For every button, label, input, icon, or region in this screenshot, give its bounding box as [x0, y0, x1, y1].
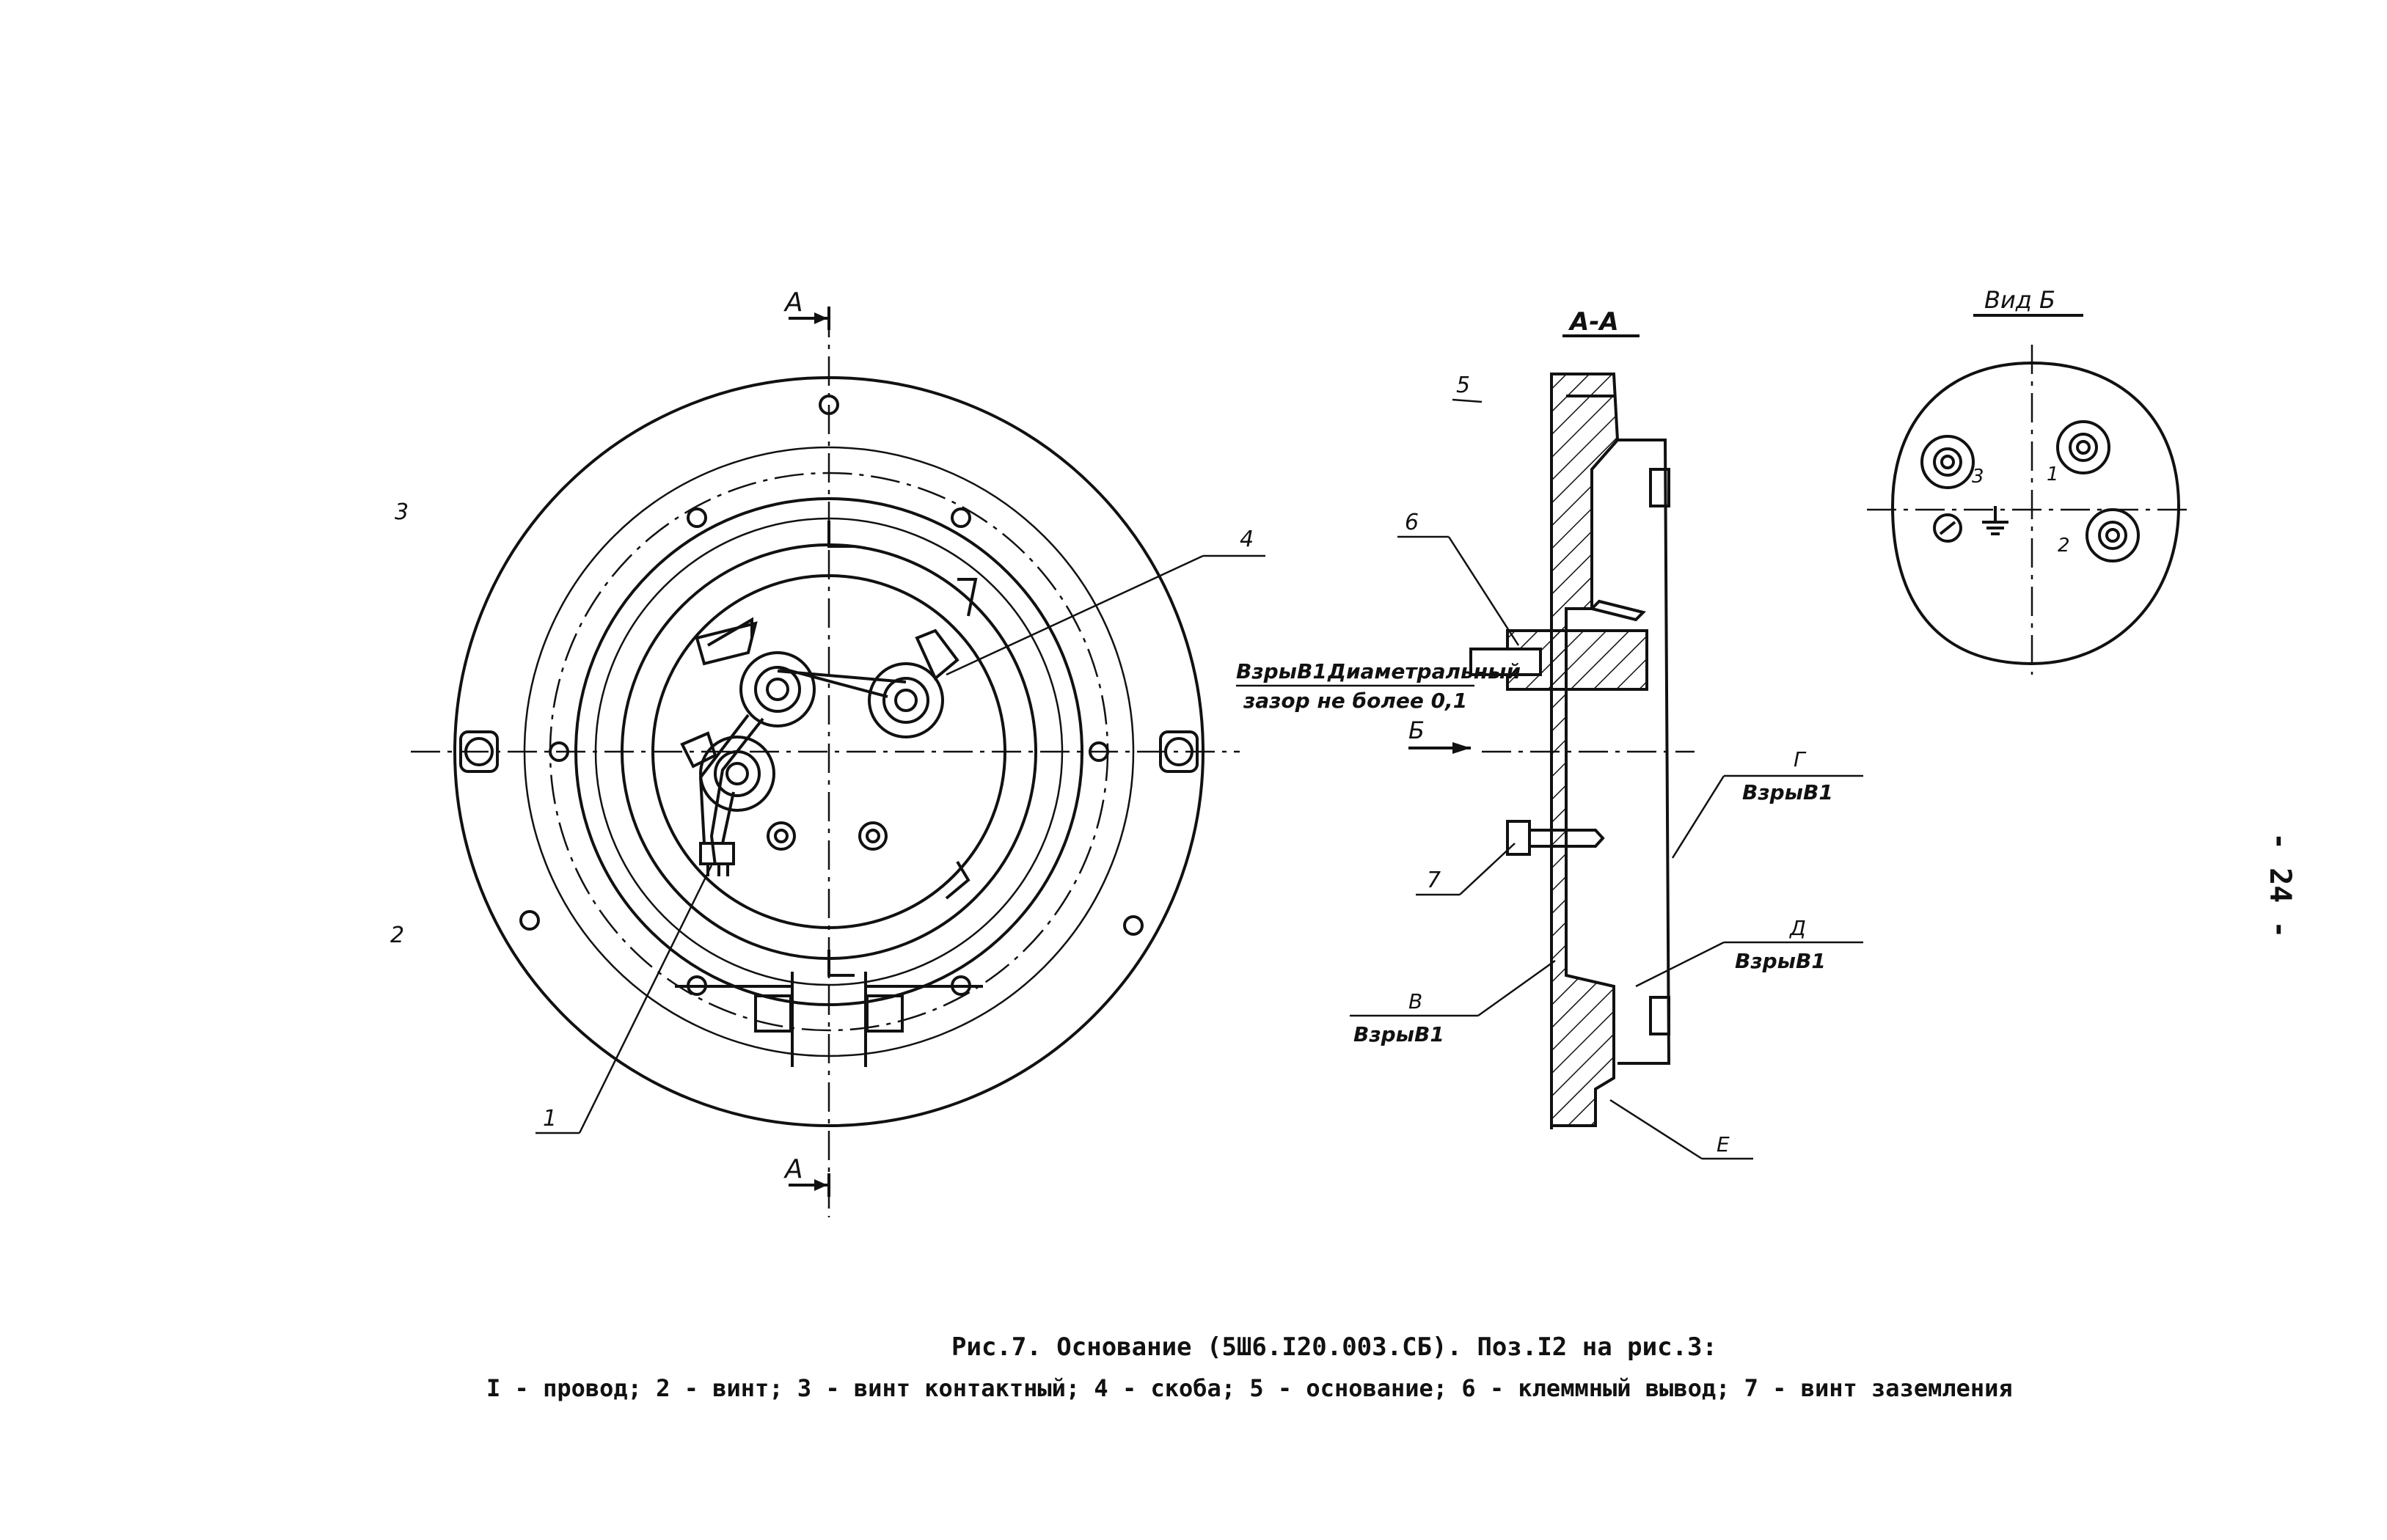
callout-1-leader: 1 — [535, 865, 713, 1134]
outer-hole — [519, 910, 540, 931]
ground-screw-shank — [1529, 829, 1605, 848]
label-g: Г — [1794, 747, 1807, 771]
caption-line-1: Рис.7. Основание (5Ш6.I20.003.СБ). Поз.I… — [951, 1332, 1717, 1362]
page-number: - 24 - — [2263, 832, 2297, 939]
screw-core — [774, 829, 789, 843]
label-v: В — [1408, 989, 1422, 1013]
view-b-terminal-2 — [2086, 508, 2140, 562]
view-b-label-2: 2 — [2058, 535, 2070, 557]
wire-harness — [706, 617, 907, 698]
view-b: Вид Б 3 1 2 — [1867, 286, 2193, 675]
slot-right — [866, 994, 904, 1033]
groove-bottom — [1649, 996, 1670, 1035]
section-view: А-А Б ВзрыВ1 Диаметральный зазор не боле… — [1236, 307, 1863, 1160]
callout-3: 3 — [395, 499, 409, 525]
outer-hole — [1123, 915, 1144, 936]
view-b-title: Вид Б — [1984, 286, 2055, 314]
callout-4-leader: 4 — [946, 527, 1265, 676]
outer-hole — [951, 507, 971, 528]
view-b-boss-outline — [1890, 361, 2181, 666]
terminal-clip — [1589, 599, 1646, 622]
screw — [767, 821, 796, 851]
skoba-left — [695, 621, 758, 666]
note-vzryv-left: ВзрыВ1 — [1236, 659, 1327, 683]
ground-screw-head — [1506, 820, 1531, 856]
base-section-hatched — [1550, 373, 1620, 1127]
bracket-right — [957, 578, 978, 617]
section-title: А-А — [1568, 307, 1619, 337]
label-g-note: ВзрыВ1 — [1742, 780, 1833, 804]
view-b-label-3: 3 — [1972, 466, 1984, 488]
label-d: Д — [1788, 916, 1806, 940]
view-b-ground-screw — [1933, 513, 1962, 543]
callout-4: 4 — [1240, 527, 1254, 552]
skoba-lower — [680, 731, 717, 769]
section-mark-bottom: А — [783, 1154, 830, 1197]
caption-line-2: I - провод; 2 - винт; 3 - винт контактны… — [486, 1374, 2013, 1402]
side-boss-right — [1159, 730, 1199, 773]
outer-hole — [687, 507, 707, 528]
bracket-bottom-right — [945, 860, 970, 900]
inner-plate — [651, 574, 1006, 929]
view-b-terminal-1 — [2056, 420, 2110, 474]
label-v-note: ВзрыВ1 — [1353, 1022, 1444, 1046]
section-mark-top-label: А — [783, 287, 803, 318]
ring-2 — [523, 446, 1135, 1057]
screw — [858, 821, 888, 851]
section-mark-bottom-label: А — [783, 1154, 803, 1184]
wires-to-connector — [698, 714, 764, 866]
label-e: Е — [1717, 1132, 1730, 1156]
terminal-pin — [1469, 648, 1542, 676]
slot-left — [754, 994, 792, 1033]
view-b-terminal-3 — [1920, 435, 1975, 489]
outer-hole — [549, 741, 569, 762]
side-boss-left-screw — [464, 737, 494, 766]
callout-7: 7 — [1427, 868, 1441, 893]
outer-hole — [819, 395, 839, 415]
callout-5: 5 — [1456, 373, 1470, 398]
section-mark-top: А — [783, 287, 830, 330]
front-view — [411, 308, 1240, 1217]
outer-flange-ring — [453, 376, 1205, 1127]
skoba-right — [915, 628, 959, 681]
label-d-note: ВзрыВ1 — [1735, 949, 1826, 973]
bracket-bottom — [827, 950, 855, 977]
side-boss-left — [459, 730, 499, 773]
callout-2: 2 — [390, 923, 404, 948]
terminal-right — [868, 662, 944, 738]
view-b-label-1: 1 — [2047, 463, 2059, 485]
outer-hole — [1089, 741, 1109, 762]
ring-3 — [574, 497, 1083, 1006]
note-diametral: Диаметральный — [1327, 659, 1521, 683]
screw-core — [866, 829, 880, 843]
terminal-upper-left — [739, 651, 816, 727]
bracket-top — [827, 521, 855, 548]
groove-top — [1649, 468, 1670, 507]
wire-connector — [699, 842, 735, 865]
arrow-b-label: Б — [1408, 716, 1425, 744]
ring-4 — [594, 517, 1064, 986]
side-boss-right-screw — [1164, 737, 1194, 766]
note-gap: зазор не более 0,1 — [1243, 689, 1467, 713]
ground-symbol-icon — [1982, 506, 2008, 535]
callout-6: 6 — [1405, 510, 1419, 535]
callout-1: 1 — [543, 1106, 557, 1132]
